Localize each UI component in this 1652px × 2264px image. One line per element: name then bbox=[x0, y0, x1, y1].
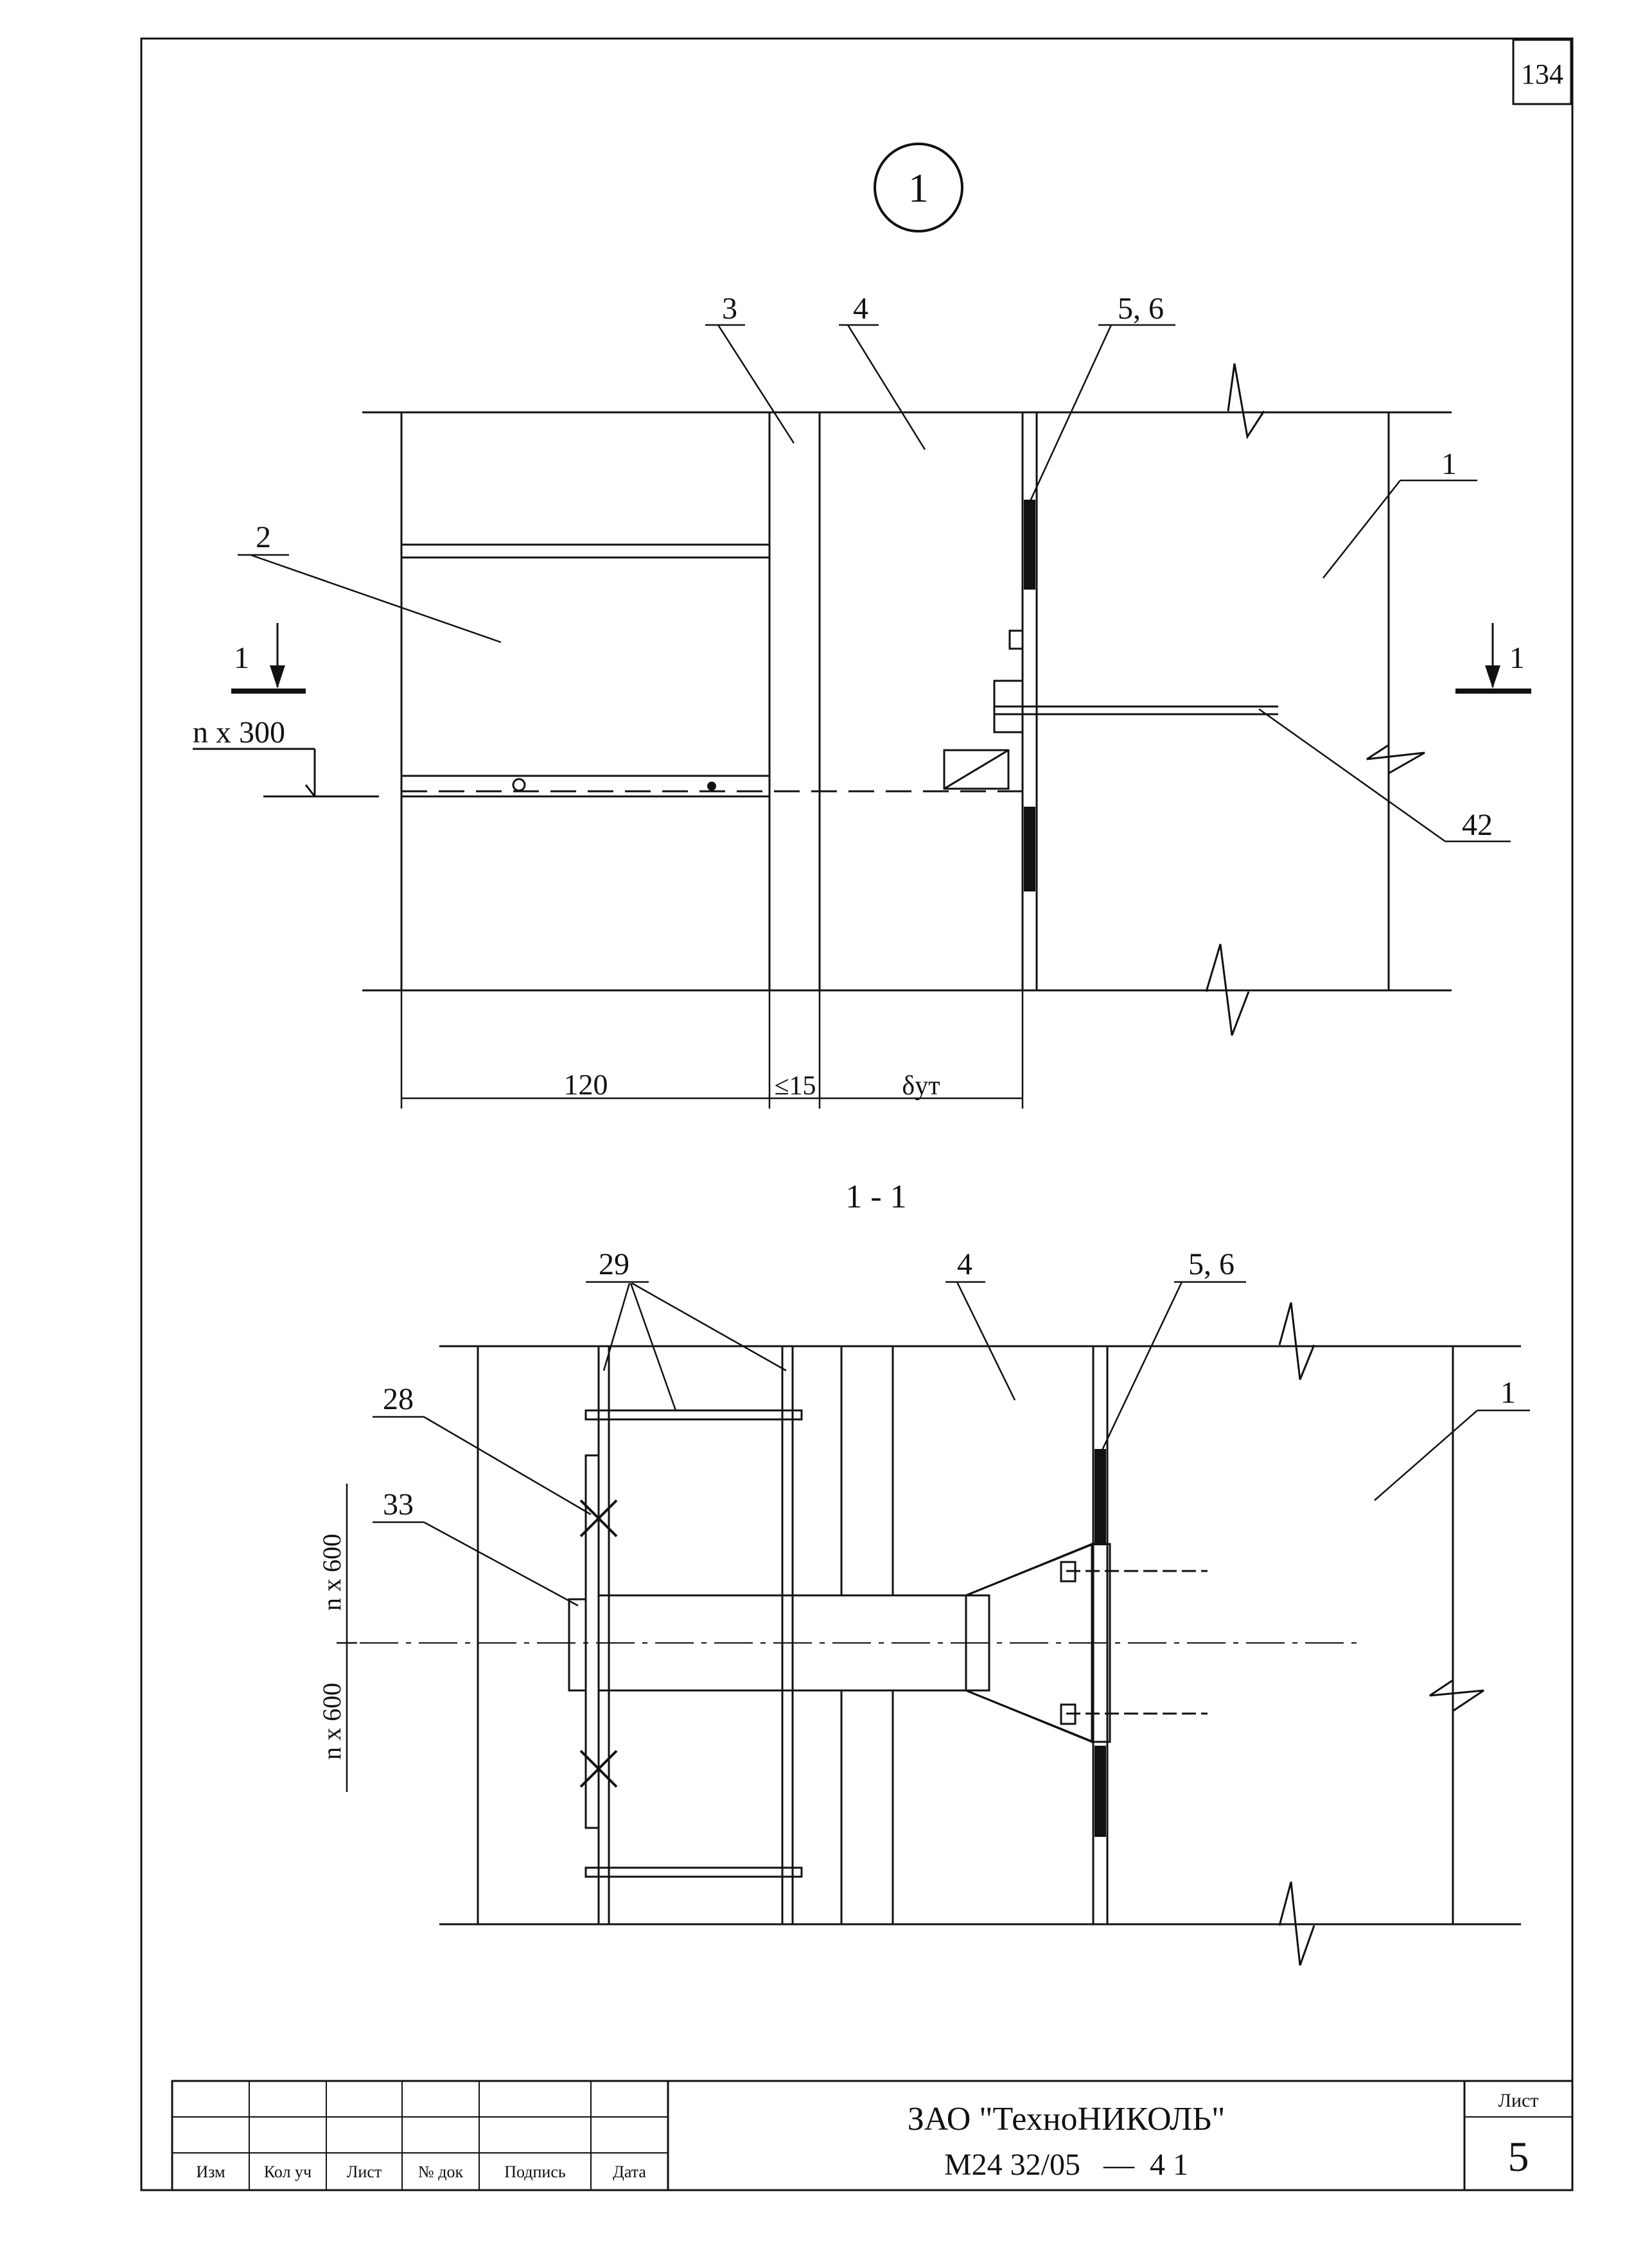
sec-break-right bbox=[1429, 1679, 1484, 1712]
section-mark-left-label: 1 bbox=[234, 641, 249, 675]
section-tape-upper bbox=[1094, 1449, 1106, 1545]
brick-facing bbox=[400, 411, 771, 992]
tb-header-no-doc: № док bbox=[418, 2163, 464, 2181]
sheet-frame bbox=[140, 37, 1574, 2191]
sec-leader-56 bbox=[1098, 1281, 1183, 1456]
dim-120: 120 bbox=[564, 1068, 608, 1101]
reinforcement-bar-1 bbox=[512, 778, 526, 792]
detail-marker-number: 1 bbox=[908, 165, 929, 211]
tb-sheet-number: 5 bbox=[1508, 2134, 1529, 2181]
cross-mark-upper-b bbox=[579, 1499, 618, 1538]
sec-leader-1 bbox=[1374, 1410, 1478, 1501]
section-mark-right-head bbox=[1485, 665, 1500, 689]
tb-sheet-label: Лист bbox=[1498, 2090, 1539, 2111]
sec-leader-33 bbox=[423, 1521, 579, 1607]
sec-break-top bbox=[1278, 1302, 1315, 1380]
sec-leader-28 bbox=[423, 1416, 592, 1516]
tie-small-stop bbox=[1008, 629, 1024, 650]
leader-1 bbox=[1322, 480, 1401, 579]
window-rail-left bbox=[597, 1345, 610, 1926]
cross-mark-lower-b bbox=[579, 1750, 618, 1788]
section-membrane bbox=[1092, 1345, 1109, 1926]
level-tick bbox=[304, 784, 316, 797]
tb-header-data: Дата bbox=[613, 2163, 646, 2181]
reinforcement-bar-2 bbox=[707, 782, 716, 791]
rail-crossbar-top bbox=[584, 1409, 803, 1421]
sec-callout-28: 28 bbox=[383, 1382, 414, 1416]
tie-fixing-block bbox=[943, 749, 1010, 790]
air-gap bbox=[768, 411, 821, 992]
sec-callout-56: 5, 6 bbox=[1188, 1247, 1235, 1281]
tb-header-izm: Изм bbox=[196, 2163, 225, 2181]
sec-leader-29-a bbox=[602, 1283, 631, 1371]
window-rail-right bbox=[781, 1345, 794, 1926]
title-block-frame bbox=[171, 2080, 1574, 2191]
corner-number: 134 bbox=[1521, 58, 1563, 90]
section-mark-right-label: 1 bbox=[1509, 641, 1525, 675]
adhesive-tape-lower bbox=[1024, 807, 1035, 891]
tie-washer bbox=[993, 680, 1024, 733]
sec-leader-4 bbox=[956, 1281, 1016, 1401]
sec-callout-4: 4 bbox=[957, 1247, 972, 1281]
section-title: 1 - 1 bbox=[845, 1179, 906, 1215]
rail-crossbar-bottom bbox=[584, 1866, 803, 1878]
section-mark-left-head bbox=[270, 665, 285, 689]
dim-delta: δут bbox=[902, 1071, 940, 1101]
sec-callout-1: 1 bbox=[1500, 1376, 1516, 1410]
callout-42: 42 bbox=[1462, 808, 1493, 842]
tb-header-list: Лист bbox=[347, 2163, 382, 2181]
sec-callout-33: 33 bbox=[383, 1487, 414, 1522]
callout-3: 3 bbox=[722, 292, 737, 326]
leader-56 bbox=[1029, 324, 1112, 502]
tb-header-kol-uch: Кол уч bbox=[264, 2163, 312, 2181]
bracket-block bbox=[568, 1598, 587, 1692]
level-label: n x 300 bbox=[193, 715, 285, 750]
callout-1: 1 bbox=[1441, 447, 1457, 481]
leader-2 bbox=[250, 554, 502, 644]
tb-code: М24 32/05 — 4 1 bbox=[944, 2148, 1188, 2182]
section-wall bbox=[1106, 1345, 1454, 1926]
sec-leader-29-c bbox=[631, 1282, 787, 1372]
corner-number-box bbox=[1512, 39, 1572, 105]
section-insulation bbox=[892, 1345, 1094, 1926]
leader-3 bbox=[717, 324, 795, 444]
sec-break-bottom bbox=[1278, 1881, 1315, 1966]
callout-2: 2 bbox=[256, 520, 271, 554]
title-block: Изм Кол уч Лист № док Подпись Дата ЗАО "… bbox=[171, 2080, 1574, 2191]
insulation-layer bbox=[818, 411, 1024, 992]
adhesive-tape-upper bbox=[1024, 500, 1035, 590]
callout-4: 4 bbox=[853, 292, 868, 326]
detail-marker-circle bbox=[874, 143, 963, 233]
anchor-lower-head bbox=[1060, 1703, 1076, 1725]
sec-callout-29: 29 bbox=[599, 1247, 629, 1281]
section-tape-lower bbox=[1094, 1746, 1106, 1837]
leader-42 bbox=[1258, 708, 1446, 843]
tb-company: ЗАО "ТехноНИКОЛЬ" bbox=[908, 2101, 1226, 2137]
section-plan: n x 600 n x 600 29 4 5, 6 1 28 33 bbox=[317, 1247, 1530, 1966]
anchor-upper-head bbox=[1060, 1561, 1076, 1583]
break-line-bottom bbox=[1205, 943, 1250, 1036]
tie-fixing-diag bbox=[944, 749, 1009, 790]
dim-15: ≤15 bbox=[774, 1071, 816, 1101]
break-line-top bbox=[1227, 363, 1265, 440]
sec-leader-29-b bbox=[629, 1283, 677, 1411]
tb-header-podpis: Подпись bbox=[504, 2163, 566, 2181]
callout-56: 5, 6 bbox=[1118, 292, 1164, 326]
membrane-strip bbox=[1021, 411, 1038, 992]
detail-elevation: n x 300 1 1 3 4 5, 6 1 2 42 120 bbox=[193, 292, 1531, 1109]
break-line-right bbox=[1366, 744, 1425, 775]
spacing-lower: n x 600 bbox=[317, 1683, 346, 1760]
leader-4 bbox=[847, 324, 926, 450]
spacing-upper: n x 600 bbox=[317, 1534, 346, 1611]
load-bearing-wall bbox=[1035, 411, 1390, 992]
